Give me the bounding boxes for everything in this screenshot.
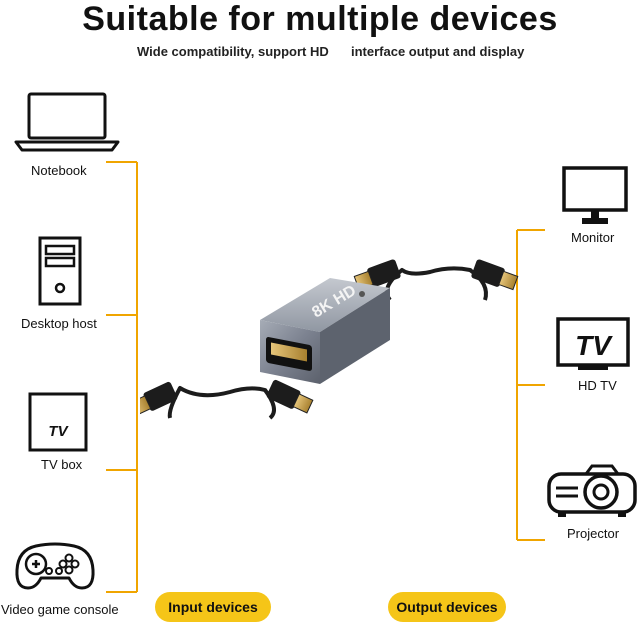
output-label-tv: HD TV: [578, 378, 617, 393]
desktop-tower-icon: [38, 236, 82, 306]
input-devices-badge: Input devices: [155, 592, 271, 622]
output-label-monitor: Monitor: [571, 230, 615, 245]
hdmi-adapter: 8K HD: [260, 278, 390, 384]
tv-icon: TV: [556, 317, 630, 370]
output-devices-badge: Output devices: [388, 592, 506, 622]
laptop-icon: [14, 92, 120, 152]
input-label-tvbox: TV box: [41, 457, 83, 472]
input-hdmi-cable: [140, 379, 314, 420]
input-label-console: Video game console: [1, 602, 119, 617]
tv-icon-text: TV: [575, 330, 613, 361]
subtitle-left: Wide compatibility, support HD: [137, 44, 329, 59]
subtitle-right: interface output and display: [351, 44, 525, 59]
tv-box-icon-text: TV: [48, 423, 69, 440]
monitor-icon: [562, 166, 628, 224]
projector-icon: [547, 464, 637, 517]
input-label-desktop: Desktop host: [21, 316, 97, 331]
input-label-notebook: Notebook: [31, 163, 87, 178]
output-label-projector: Projector: [567, 526, 620, 541]
tv-box-icon: TV: [28, 392, 88, 452]
hdmi-adapter-illustration: 8K HD: [140, 259, 519, 420]
gamepad-icon: [15, 542, 95, 590]
page-title: Suitable for multiple devices: [82, 0, 558, 38]
